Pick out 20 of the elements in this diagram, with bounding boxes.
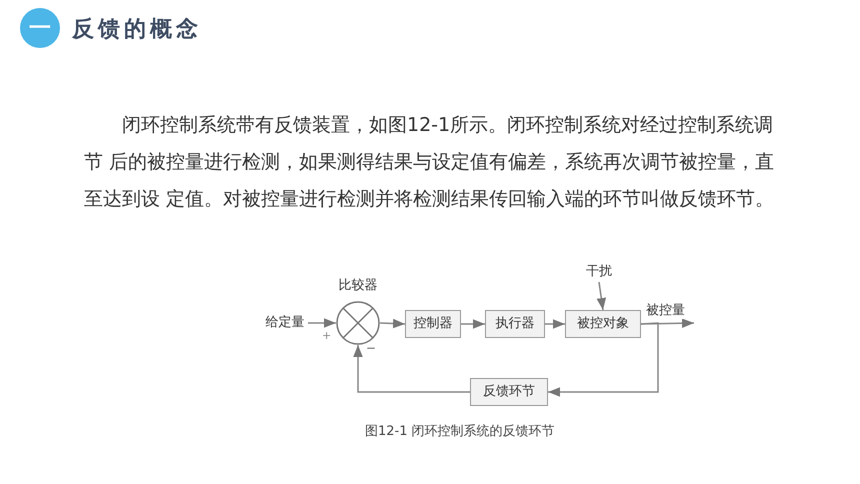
arrow xyxy=(596,282,606,310)
node-label: 给定量 xyxy=(262,313,308,333)
arrow xyxy=(308,318,336,328)
sign-label: + xyxy=(322,330,332,342)
arrow xyxy=(380,318,406,328)
process-box: 执行器 xyxy=(485,310,545,338)
sign-label: − xyxy=(366,342,376,354)
node-label: 干扰 xyxy=(584,262,614,282)
arrow xyxy=(545,319,565,329)
paragraph: 闭环控制系统带有反馈装置，如图12-1所示。闭环控制系统对经过控制系统调节 后的被控量进行检测，如果测得结果与设定值有偏差，系统再次调节被控量，直至达到设 定值。对被控量进行检测并将检测结果传回输入端的环节叫做反馈环节。 xyxy=(84,113,776,212)
edge-label: 被控量 xyxy=(646,303,685,319)
arrow xyxy=(461,319,485,329)
title: 反馈的概念 xyxy=(72,16,202,44)
arrow xyxy=(548,322,659,397)
process-box: 被控对象 xyxy=(565,310,641,338)
caption: 图12-1 闭环控制系统的反馈环节 xyxy=(365,423,555,441)
process-box: 反馈环节 xyxy=(470,378,548,406)
node-label: 比较器 xyxy=(338,277,378,295)
arrow xyxy=(353,345,470,393)
process-box: 控制器 xyxy=(405,310,461,338)
